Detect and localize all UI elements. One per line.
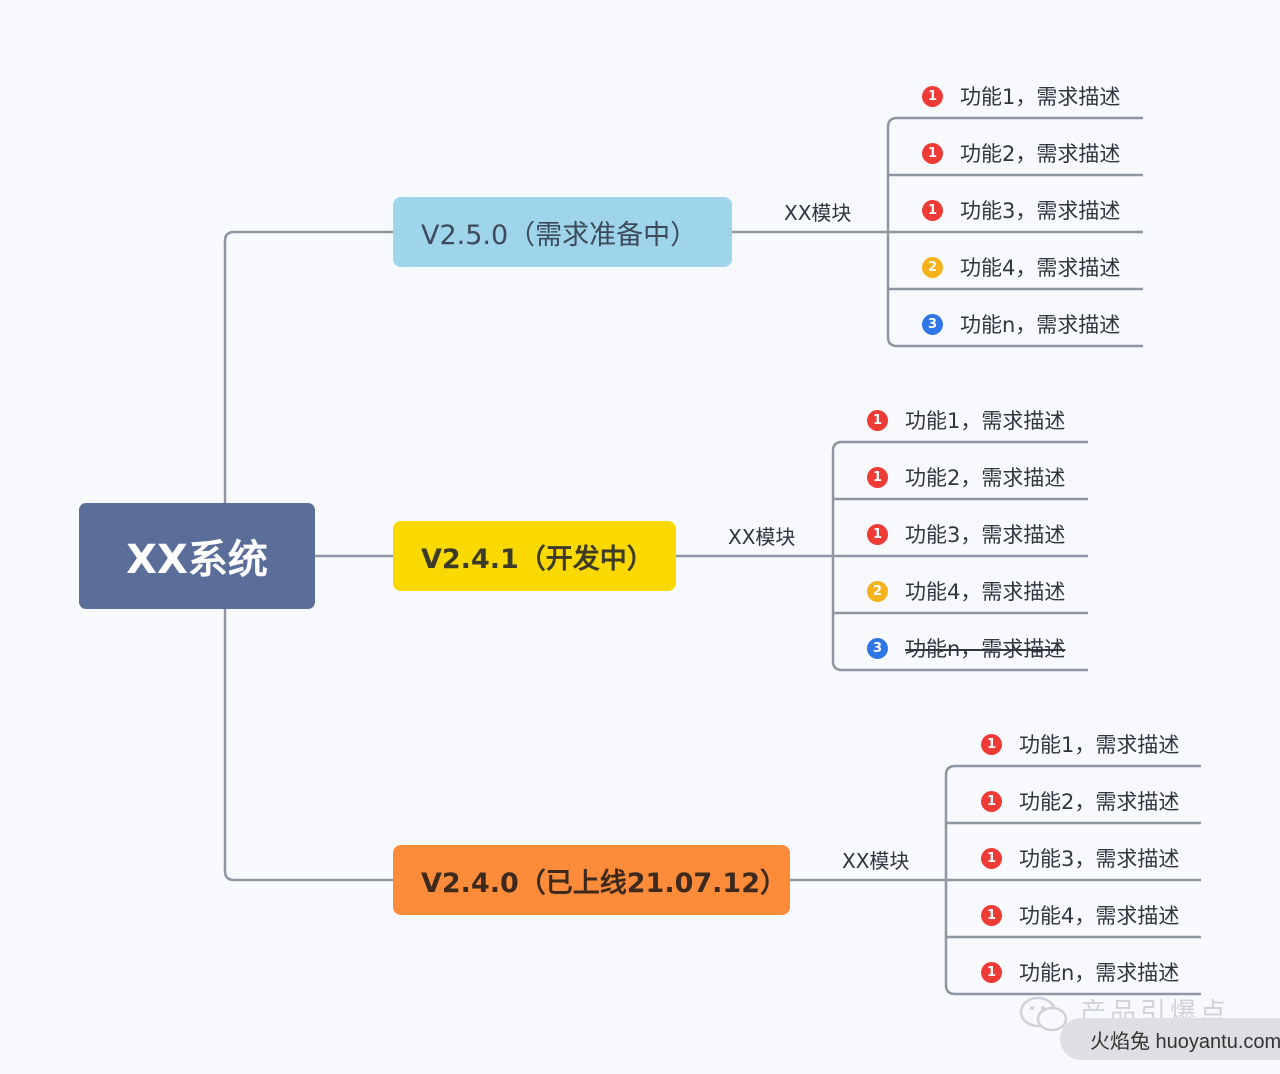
- feature-text: 功能n，需求描述: [905, 637, 1066, 661]
- priority-1-icon: 1: [981, 733, 1002, 755]
- feature-text: 功能4，需求描述: [960, 256, 1121, 280]
- feature-item[interactable]: 2 功能4，需求描述: [922, 251, 1120, 283]
- version-node-v2-5-0[interactable]: V2.5.0（需求准备中）: [393, 197, 732, 267]
- feature-text: 功能n，需求描述: [1019, 961, 1180, 985]
- feature-item[interactable]: 1 功能2，需求描述: [981, 785, 1179, 817]
- feature-text: 功能3，需求描述: [905, 523, 1066, 547]
- feature-item[interactable]: 1 功能n，需求描述: [981, 956, 1179, 988]
- priority-1-icon: 1: [981, 790, 1002, 812]
- priority-1-icon: 1: [981, 904, 1002, 926]
- feature-item[interactable]: 1 功能2，需求描述: [922, 137, 1120, 169]
- watermark-site: 火焰兔 huoyantu.com: [1060, 1018, 1280, 1060]
- feature-item[interactable]: 1 功能1，需求描述: [922, 80, 1120, 112]
- priority-1-icon: 1: [922, 199, 943, 221]
- feature-text: 功能3，需求描述: [960, 199, 1121, 223]
- feature-text: 功能4，需求描述: [905, 580, 1066, 604]
- priority-3-icon: 3: [922, 313, 943, 335]
- feature-item[interactable]: 1 功能3，需求描述: [981, 842, 1179, 874]
- priority-3-icon: 3: [867, 637, 888, 659]
- wechat-icon: [1019, 996, 1068, 1032]
- feature-item[interactable]: 1 功能1，需求描述: [981, 728, 1179, 760]
- feature-text: 功能3，需求描述: [1019, 847, 1180, 871]
- feature-item[interactable]: 1 功能4，需求描述: [981, 899, 1179, 931]
- feature-text: 功能n，需求描述: [960, 313, 1121, 337]
- priority-2-icon: 2: [867, 580, 888, 602]
- priority-1-icon: 1: [922, 142, 943, 164]
- module-label[interactable]: XX模块: [784, 201, 852, 225]
- feature-text: 功能4，需求描述: [1019, 904, 1180, 928]
- priority-1-icon: 1: [981, 847, 1002, 869]
- priority-1-icon: 1: [867, 409, 888, 431]
- feature-text: 功能2，需求描述: [905, 466, 1066, 490]
- version-node-v2-4-1[interactable]: V2.4.1（开发中）: [393, 521, 676, 591]
- feature-text: 功能2，需求描述: [960, 142, 1121, 166]
- priority-2-icon: 2: [922, 256, 943, 278]
- module-label[interactable]: XX模块: [728, 525, 796, 549]
- feature-text: 功能1，需求描述: [960, 85, 1121, 109]
- trunk-connector: [223, 230, 393, 503]
- feature-text: 功能2，需求描述: [1019, 790, 1180, 814]
- feature-item[interactable]: 2 功能4，需求描述: [867, 575, 1065, 607]
- priority-1-icon: 1: [922, 85, 943, 107]
- priority-1-icon: 1: [867, 466, 888, 488]
- feature-item[interactable]: 1 功能2，需求描述: [867, 461, 1065, 493]
- feature-item[interactable]: 3 功能n，需求描述: [922, 308, 1120, 340]
- feature-text: 功能1，需求描述: [1019, 733, 1180, 757]
- feature-item[interactable]: 1 功能1，需求描述: [867, 404, 1065, 436]
- root-node[interactable]: XX系统: [79, 503, 315, 609]
- version-node-v2-4-0[interactable]: V2.4.0（已上线21.07.12）: [393, 845, 790, 915]
- feature-item[interactable]: 3 功能n，需求描述: [867, 632, 1065, 664]
- trunk-connector: [223, 609, 393, 882]
- priority-1-icon: 1: [981, 961, 1002, 983]
- feature-item[interactable]: 1 功能3，需求描述: [867, 518, 1065, 550]
- feature-item[interactable]: 1 功能3，需求描述: [922, 194, 1120, 226]
- feature-text: 功能1，需求描述: [905, 409, 1066, 433]
- module-label[interactable]: XX模块: [842, 849, 910, 873]
- priority-1-icon: 1: [867, 523, 888, 545]
